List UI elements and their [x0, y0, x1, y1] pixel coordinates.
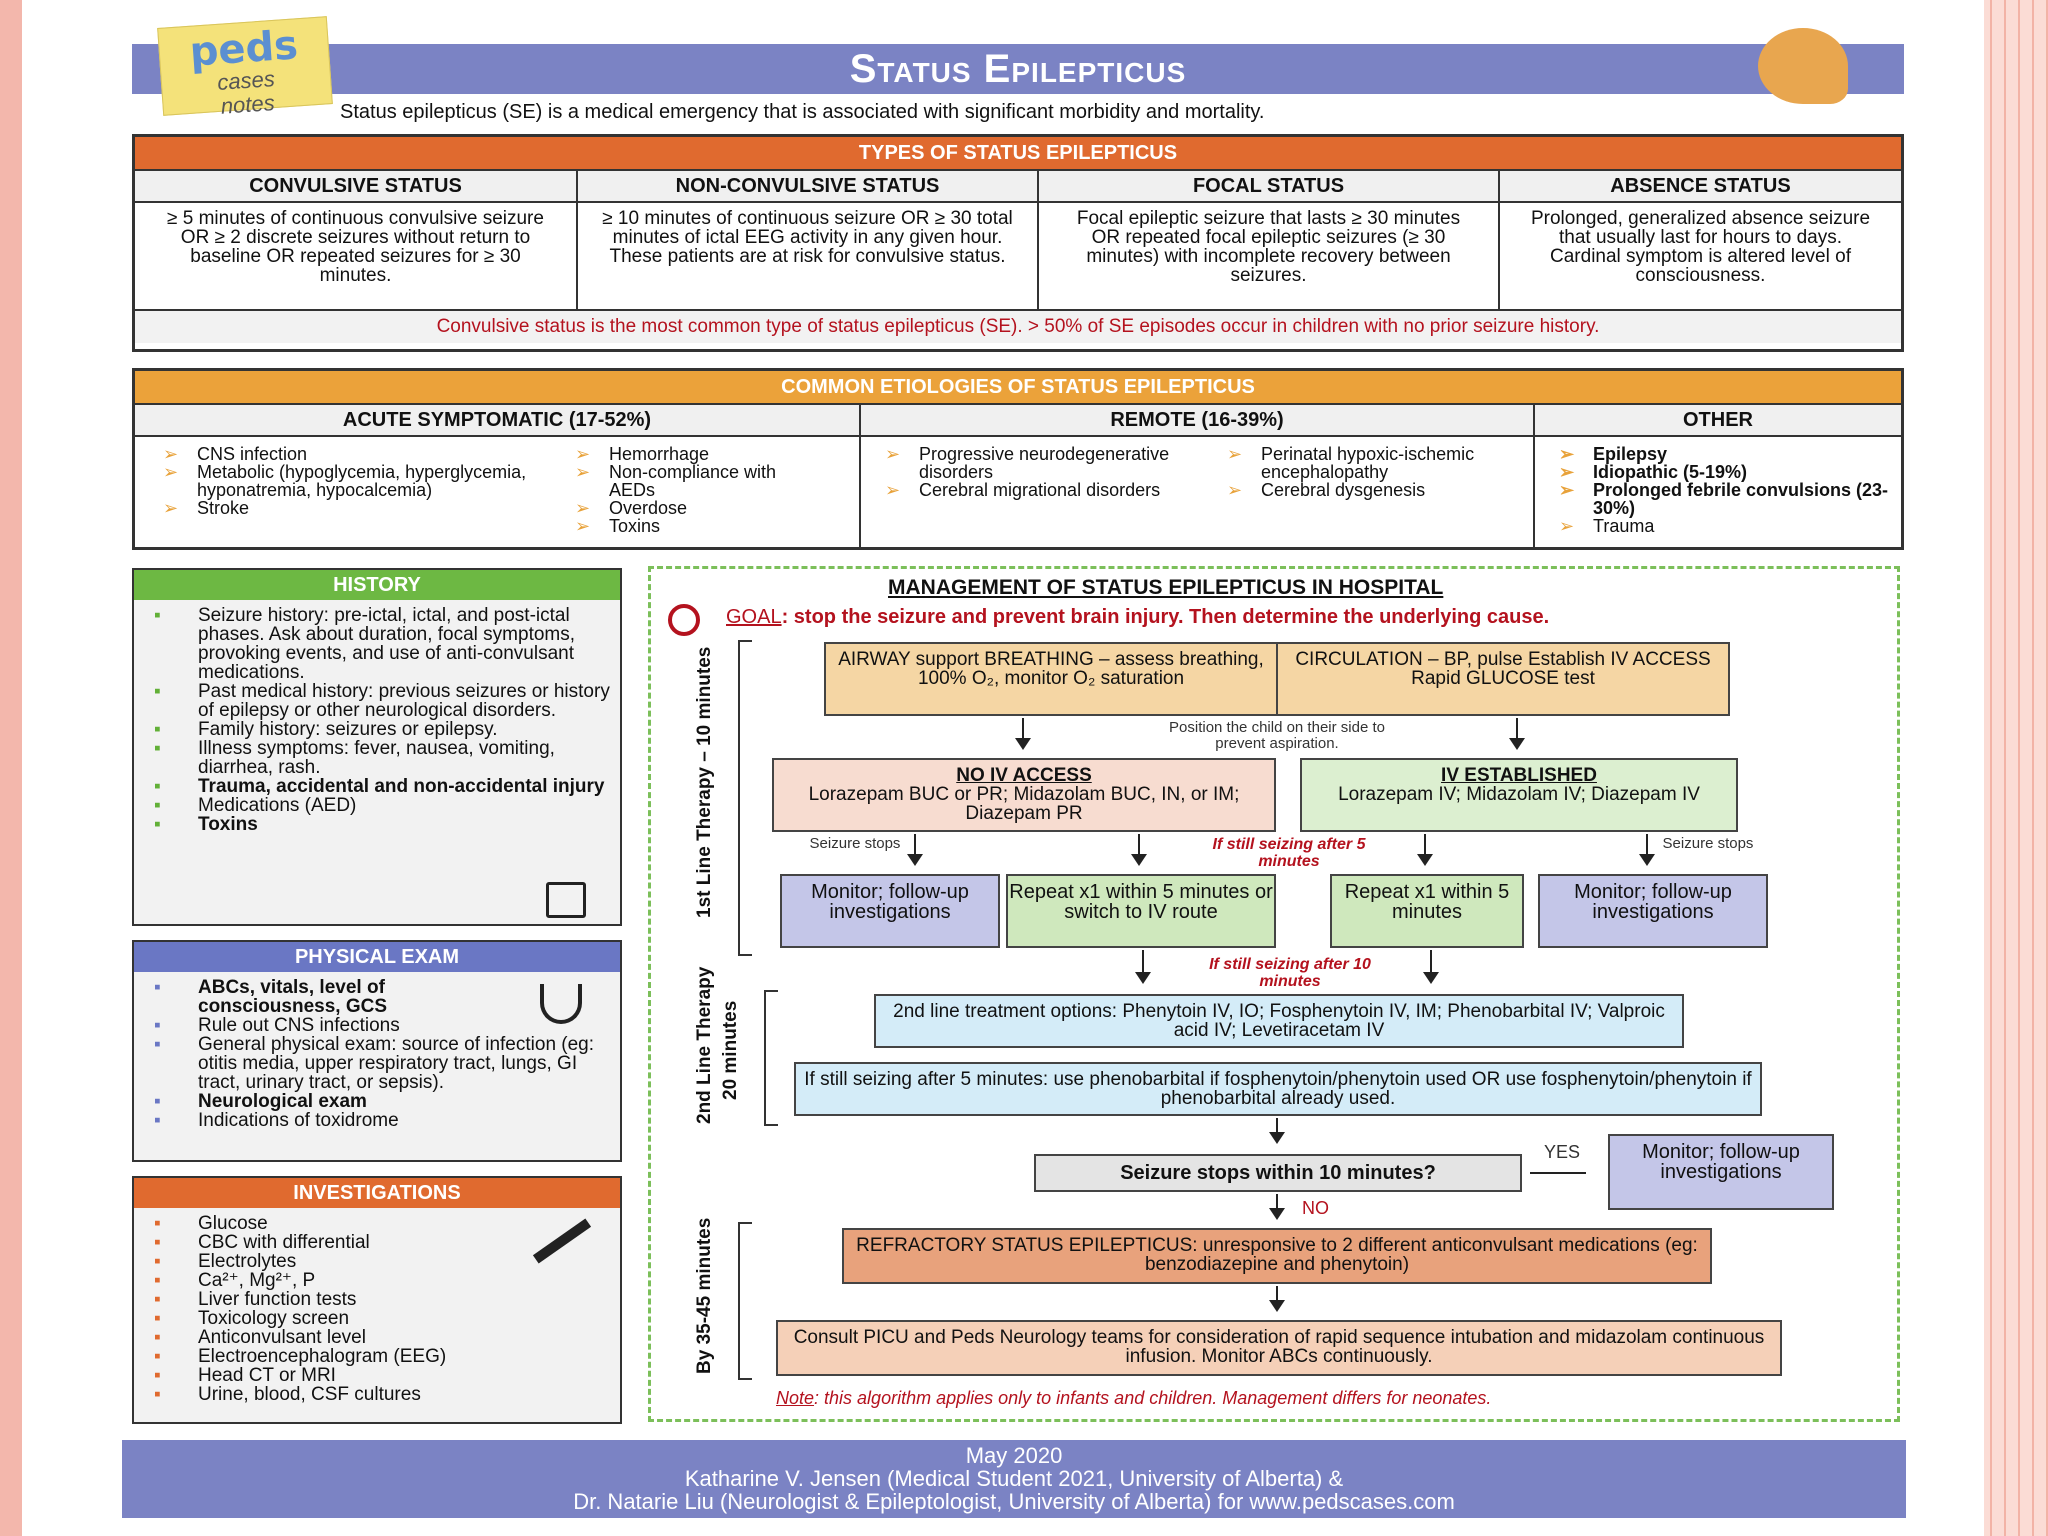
acute-list-b: Hemorrhage Non-compliance with AEDs Over…	[575, 445, 815, 535]
pedscases-logo: peds cases notes	[157, 16, 333, 119]
circulation-box: CIRCULATION – BP, pulse Establish IV ACC…	[1276, 642, 1730, 716]
page-title: Status Epilepticus	[132, 44, 1904, 94]
other-list: Epilepsy Idiopathic (5-19%) Prolonged fe…	[1535, 437, 1901, 535]
exam-header: PHYSICAL EXAM	[134, 942, 620, 972]
no-label: NO	[1302, 1198, 1329, 1218]
investigations-panel: INVESTIGATIONS Glucose CBC with differen…	[132, 1176, 622, 1424]
history-header: HISTORY	[134, 570, 620, 600]
arrow-6	[1639, 834, 1655, 866]
seizure-stops-left: Seizure stops	[809, 835, 901, 852]
acute-list-a: CNS infection Metabolic (hypoglycemia, h…	[163, 445, 575, 535]
etiology-acute: ACUTE SYMPTOMATIC (17-52%) CNS infection…	[135, 405, 861, 547]
question-box: Seizure stops within 10 minutes?	[1034, 1154, 1522, 1192]
etiologies-header: COMMON ETIOLOGIES OF STATUS EPILEPTICUS	[135, 371, 1901, 403]
phase3-bracket	[738, 1222, 752, 1380]
arrow-10	[1269, 1194, 1285, 1220]
arrow-8	[1423, 950, 1439, 984]
still-seizing-5: If still seizing after 5 minutes	[1212, 836, 1366, 870]
monitor-box-right: Monitor; follow-up investigations	[1538, 874, 1768, 948]
repeat-box-right: Repeat x1 within 5 minutes	[1330, 874, 1524, 948]
investigations-header: INVESTIGATIONS	[134, 1178, 620, 1208]
target-icon	[668, 604, 700, 636]
type-absence: ABSENCE STATUS Prolonged, generalized ab…	[1500, 171, 1901, 309]
position-note: Position the child on their side to prev…	[1169, 719, 1385, 752]
arrow-5	[1417, 834, 1433, 866]
investigations-list: Glucose CBC with differential Electrolyt…	[134, 1208, 620, 1404]
management-title: MANAGEMENT OF STATUS EPILEPTICUS IN HOSP…	[888, 576, 1444, 599]
types-panel: TYPES OF STATUS EPILEPTICUS CONVULSIVE S…	[132, 134, 1904, 352]
note-line: Note: this algorithm applies only to inf…	[776, 1388, 1492, 1408]
type-focal: FOCAL STATUS Focal epileptic seizure tha…	[1039, 171, 1500, 309]
right-border	[1984, 0, 2048, 1536]
types-footnote: Convulsive status is the most common typ…	[135, 309, 1901, 343]
types-header: TYPES OF STATUS EPILEPTICUS	[135, 137, 1901, 169]
monitor-box-bottom: Monitor; follow-up investigations	[1608, 1134, 1834, 1210]
intro-text: Status epilepticus (SE) is a medical eme…	[340, 101, 1265, 123]
arrow-11	[1269, 1286, 1285, 1312]
exam-panel: PHYSICAL EXAM ABCs, vitals, level of con…	[132, 940, 622, 1162]
airway-box: AIRWAY support BREATHING – assess breath…	[824, 642, 1278, 716]
yes-label: YES	[1543, 1142, 1581, 1162]
refractory-box: REFRACTORY STATUS EPILEPTICUS: unrespons…	[842, 1228, 1712, 1284]
second-line-box: 2nd line treatment options: Phenytoin IV…	[874, 994, 1684, 1048]
seizure-stops-right: Seizure stops	[1662, 835, 1754, 852]
arrow-3	[907, 834, 923, 866]
footer: May 2020 Katharine V. Jensen (Medical St…	[122, 1440, 1906, 1518]
arrow-2	[1509, 718, 1525, 750]
no-iv-box: NO IV ACCESS Lorazepam BUC or PR; Midazo…	[772, 758, 1276, 832]
still-seizing-10: If still seizing after 10 minutes	[1209, 956, 1371, 990]
arrow-9	[1269, 1118, 1285, 1144]
monitor-box-left: Monitor; follow-up investigations	[780, 874, 1000, 948]
phase3-label: By 35-45 minutes	[694, 1217, 715, 1374]
etiology-other: OTHER Epilepsy Idiopathic (5-19%) Prolon…	[1535, 405, 1901, 547]
management-panel	[648, 566, 1900, 1422]
phase2-label-b: 20 minutes	[720, 1000, 741, 1100]
arrow-4	[1131, 834, 1147, 866]
history-panel: HISTORY Seizure history: pre-ictal, icta…	[132, 568, 622, 926]
remote-list-a: Progressive neurodegenerative disorders …	[885, 445, 1227, 499]
repeat-box-left: Repeat x1 within 5 minutes or switch to …	[1006, 874, 1276, 948]
stethoscope-icon	[540, 984, 582, 1024]
etiologies-panel: COMMON ETIOLOGIES OF STATUS EPILEPTICUS …	[132, 368, 1904, 550]
left-border	[0, 0, 22, 1536]
goal-line: GOAL: stop the seizure and prevent brain…	[726, 606, 1550, 628]
type-nonconvulsive: NON-CONVULSIVE STATUS ≥ 10 minutes of co…	[578, 171, 1039, 309]
etiology-remote: REMOTE (16-39%) Progressive neurodegener…	[861, 405, 1535, 547]
history-list: Seizure history: pre-ictal, ictal, and p…	[134, 600, 620, 834]
brain-head-icon	[1758, 28, 1848, 104]
phase2-bracket	[764, 990, 778, 1126]
consult-box: Consult PICU and Peds Neurology teams fo…	[776, 1320, 1782, 1376]
arrow-7	[1135, 950, 1151, 984]
clipboard-icon	[546, 882, 586, 918]
iv-established-box: IV ESTABLISHED Lorazepam IV; Midazolam I…	[1300, 758, 1738, 832]
types-columns: CONVULSIVE STATUS ≥ 5 minutes of continu…	[135, 169, 1901, 309]
yes-arrow	[1530, 1172, 1586, 1174]
type-convulsive: CONVULSIVE STATUS ≥ 5 minutes of continu…	[135, 171, 578, 309]
phase1-label: 1st Line Therapy – 10 minutes	[694, 646, 715, 918]
remote-list-b: Perinatal hypoxic-ischemic encephalopath…	[1227, 445, 1517, 499]
exam-list: ABCs, vitals, level of consciousness, GC…	[134, 972, 620, 1130]
phase2-label-a: 2nd Line Therapy	[694, 966, 715, 1124]
arrow-1	[1015, 718, 1031, 750]
phase1-bracket	[738, 640, 752, 956]
still-seizing-box: If still seizing after 5 minutes: use ph…	[794, 1062, 1762, 1116]
